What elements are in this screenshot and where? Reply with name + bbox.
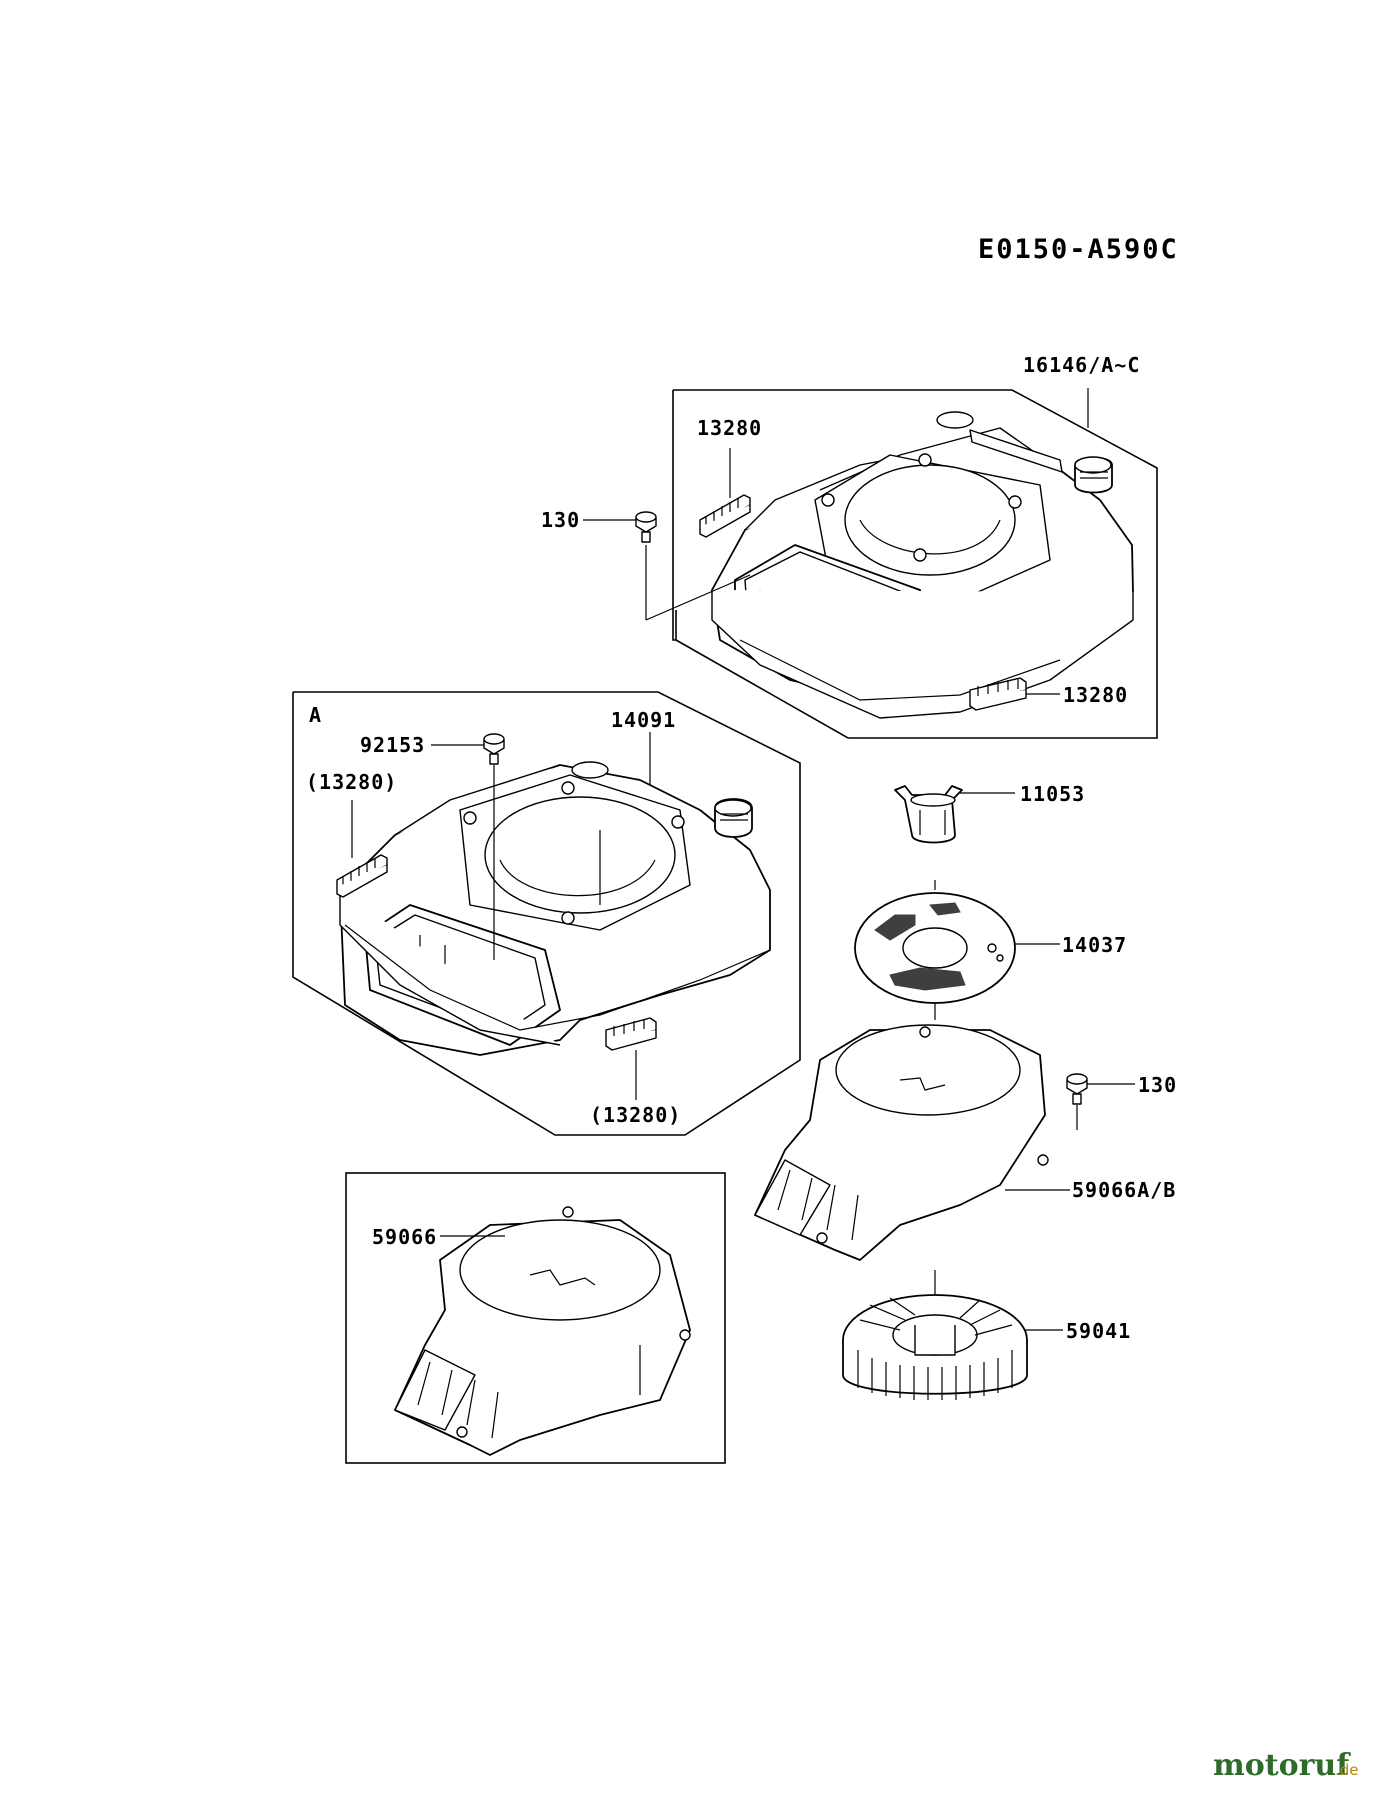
callout-pad-right: 13280 — [1063, 683, 1128, 707]
callout-pad-a-left: (13280) — [306, 770, 397, 794]
callout-bolt-a: 92153 — [360, 733, 425, 757]
callout-screen: 14037 — [1062, 933, 1127, 957]
callout-fan: 59041 — [1066, 1319, 1131, 1343]
screen-icon — [854, 892, 1016, 1004]
rubber-pad-icon — [336, 854, 388, 898]
group-frame-a — [292, 691, 801, 1136]
bolt-icon — [483, 733, 505, 765]
fan-icon — [842, 1294, 1028, 1400]
diagram-code: E0150-A590C — [978, 234, 1179, 265]
cup-icon — [894, 785, 963, 844]
callout-housing-a: 14091 — [611, 708, 676, 732]
rubber-pad-icon — [699, 494, 751, 538]
callout-cup: 11053 — [1020, 782, 1085, 806]
watermark-logo: motoruf .de — [1213, 1748, 1359, 1783]
callout-fan-housing: 59066A/B — [1072, 1178, 1176, 1202]
callout-bolt-fan: 130 — [1138, 1073, 1177, 1097]
callout-fan-housing-alt: 59066 — [372, 1225, 437, 1249]
rubber-pad-icon — [969, 677, 1027, 711]
shroud-icon — [339, 761, 771, 1056]
group-label-a: A — [309, 703, 322, 727]
callout-pad-a-bottom: (13280) — [590, 1103, 681, 1127]
watermark-tld: .de — [1335, 1761, 1359, 1779]
callout-bolt-top: 130 — [541, 508, 580, 532]
shroud-icon — [754, 1024, 1049, 1261]
shroud-icon — [394, 1206, 691, 1456]
group-frame-alt — [345, 1172, 726, 1464]
rubber-pad-icon — [605, 1017, 657, 1051]
callout-pad-top: 13280 — [697, 416, 762, 440]
group-shroud-main: 16146/A~C 13280 130 13280 — [541, 353, 1158, 739]
bolt-icon — [1066, 1073, 1088, 1105]
group-fan-housing-alt: 59066 — [345, 1172, 726, 1464]
shroud-icon — [711, 411, 1134, 719]
bolt-icon — [635, 511, 657, 543]
watermark-brand: motoruf — [1213, 1748, 1351, 1783]
group-frame-top-left — [672, 390, 676, 641]
group-housing-a: A 14091 — [292, 691, 801, 1136]
callout-shroud-main: 16146/A~C — [1023, 353, 1140, 377]
